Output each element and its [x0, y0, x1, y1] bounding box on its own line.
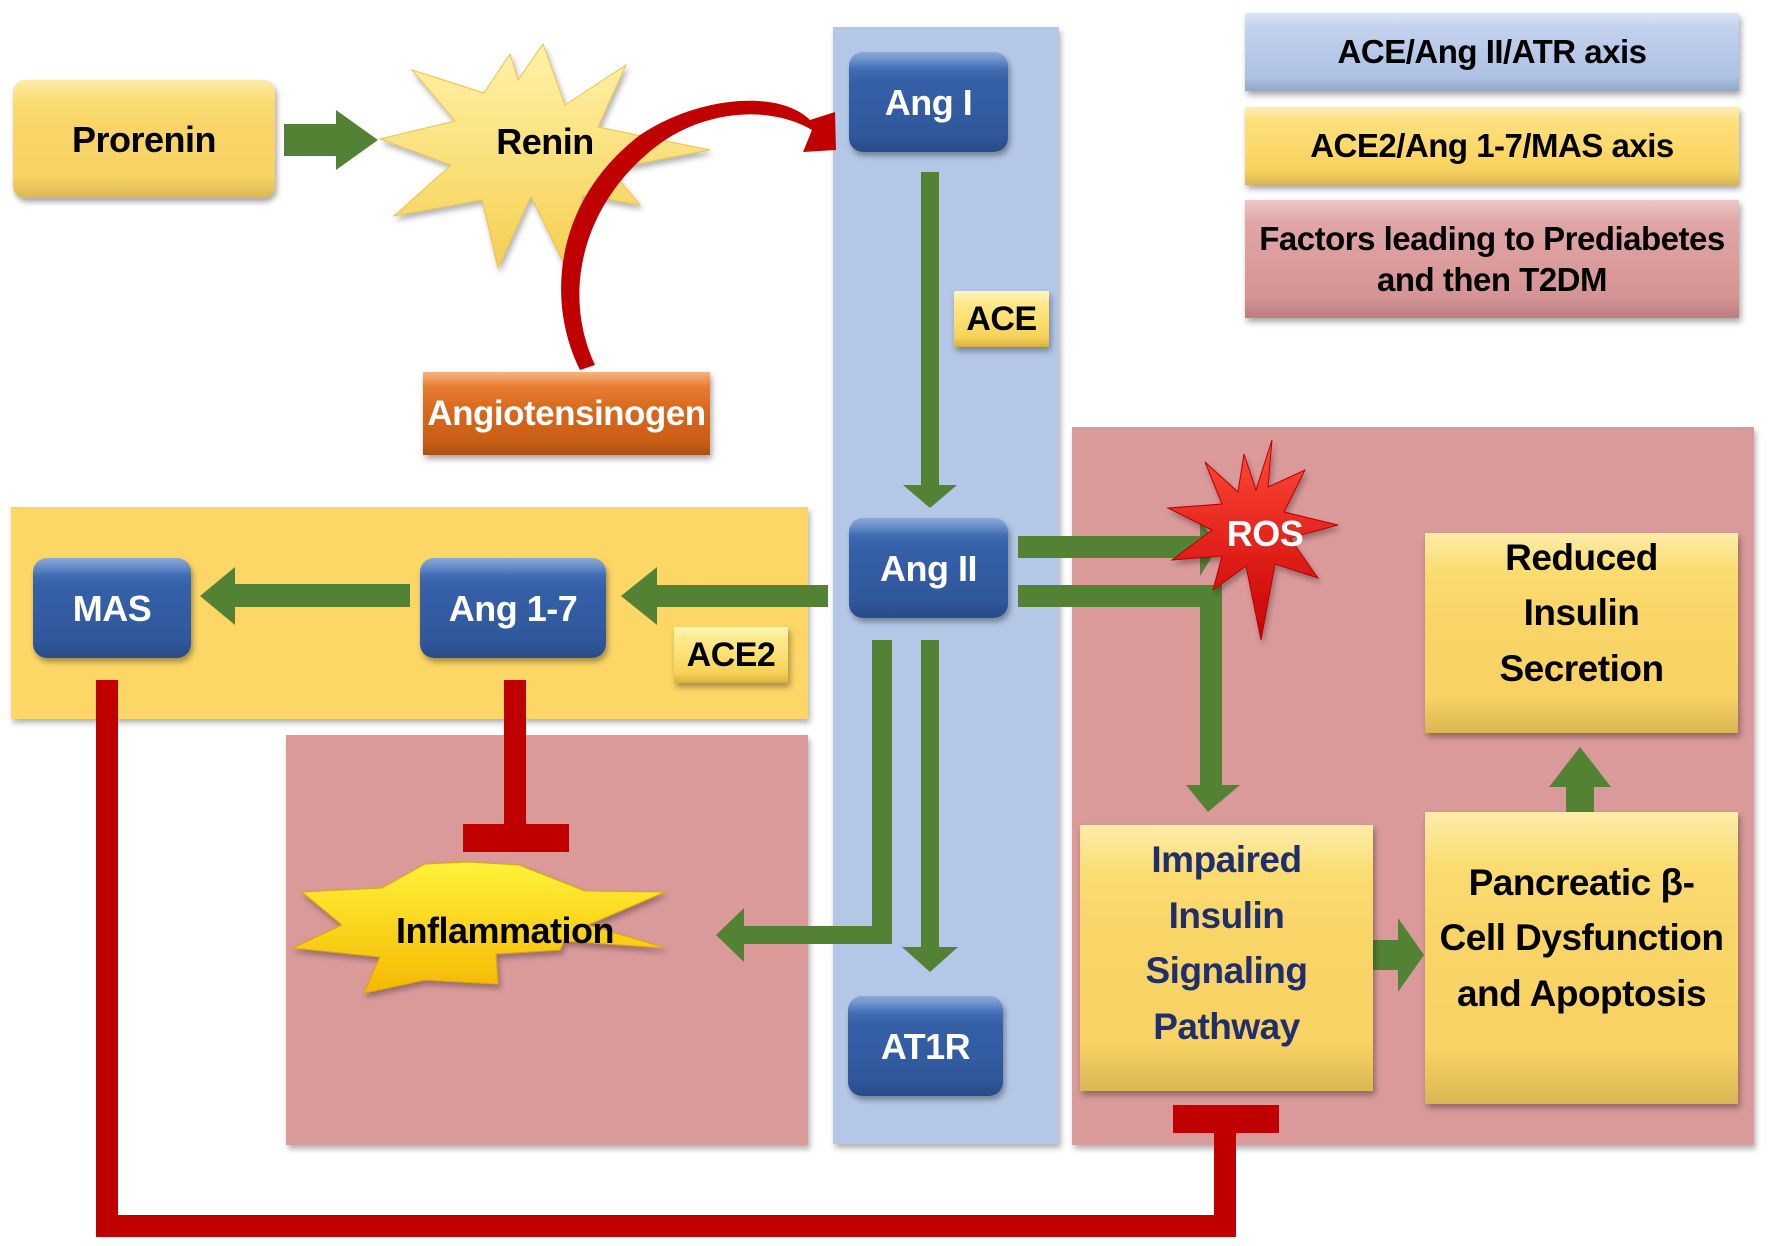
enzyme-ace-tag: ACE — [954, 291, 1049, 347]
arrow-ang2-impaired-insulin — [1018, 585, 1240, 812]
node-beta-cell-label: Pancreatic β-Cell Dysfunction and Apopto… — [1439, 861, 1724, 1014]
node-ang1-label: Ang I — [884, 81, 973, 123]
node-angiotensinogen-label: Angiotensinogen — [427, 393, 706, 433]
node-angiotensinogen: Angiotensinogen — [423, 372, 710, 455]
enzyme-ace2-tag: ACE2 — [674, 627, 788, 683]
node-ang17: Ang 1-7 — [420, 558, 606, 658]
arrow-impaired-beta — [1373, 918, 1424, 992]
legend-ace-ang2-atr: ACE/Ang II/ATR axis — [1245, 13, 1739, 91]
node-ang1: Ang I — [849, 52, 1008, 152]
arrow-ang2-ang17 — [621, 567, 828, 625]
node-mas-label: MAS — [72, 587, 152, 629]
ang17-inhibits-inflammation — [463, 680, 569, 852]
node-prorenin: Prorenin — [13, 80, 275, 198]
node-mas: MAS — [33, 558, 191, 658]
enzyme-ace-label: ACE — [966, 299, 1037, 338]
legend-label: ACE/Ang II/ATR axis — [1337, 33, 1647, 71]
arrow-prorenin-renin — [284, 110, 378, 170]
node-impaired-insulin-label: Impaired Insulin Signaling Pathway — [1145, 839, 1309, 1047]
node-ang2-label: Ang II — [880, 547, 977, 589]
legend-prediabetes-factors: Factors leading to Prediabetes and then … — [1245, 200, 1739, 318]
mas-inhibits-insulin-signaling — [96, 680, 1279, 1237]
arrow-ang2-at1r — [902, 640, 958, 972]
enzyme-ace2-label: ACE2 — [686, 635, 776, 674]
legend-label: Factors leading to Prediabetes and then … — [1259, 219, 1725, 298]
legend-ace2-ang17-mas: ACE2/Ang 1-7/MAS axis — [1245, 107, 1739, 185]
inflammation-star-shape — [291, 861, 667, 994]
arrow-ang2-inflammation — [716, 640, 892, 962]
node-ang2: Ang II — [849, 518, 1008, 618]
node-reduced-insulin-secretion: Reduced Insulin Secretion — [1425, 533, 1738, 733]
arrow-ang2-ros — [1018, 520, 1218, 576]
node-at1r-label: AT1R — [880, 1025, 971, 1067]
arrow-ang1-ang2 — [903, 172, 957, 508]
ros-star-shape — [1166, 439, 1339, 641]
legend-label: ACE2/Ang 1-7/MAS axis — [1310, 127, 1674, 165]
node-prorenin-label: Prorenin — [71, 118, 217, 160]
node-reduced-insulin-label: Reduced Insulin Secretion — [1499, 536, 1664, 689]
arrow-ang17-mas — [200, 567, 410, 625]
node-ang17-label: Ang 1-7 — [448, 587, 578, 629]
renin-star-shape — [378, 42, 711, 270]
arrow-beta-reduced — [1549, 747, 1611, 813]
node-beta-cell-dysfunction: Pancreatic β-Cell Dysfunction and Apopto… — [1425, 812, 1738, 1104]
node-at1r: AT1R — [848, 996, 1003, 1096]
arrows — [200, 110, 1611, 992]
node-impaired-insulin-signaling: Impaired Insulin Signaling Pathway — [1080, 825, 1373, 1091]
renin-conversion-curve-arrow — [561, 100, 836, 370]
